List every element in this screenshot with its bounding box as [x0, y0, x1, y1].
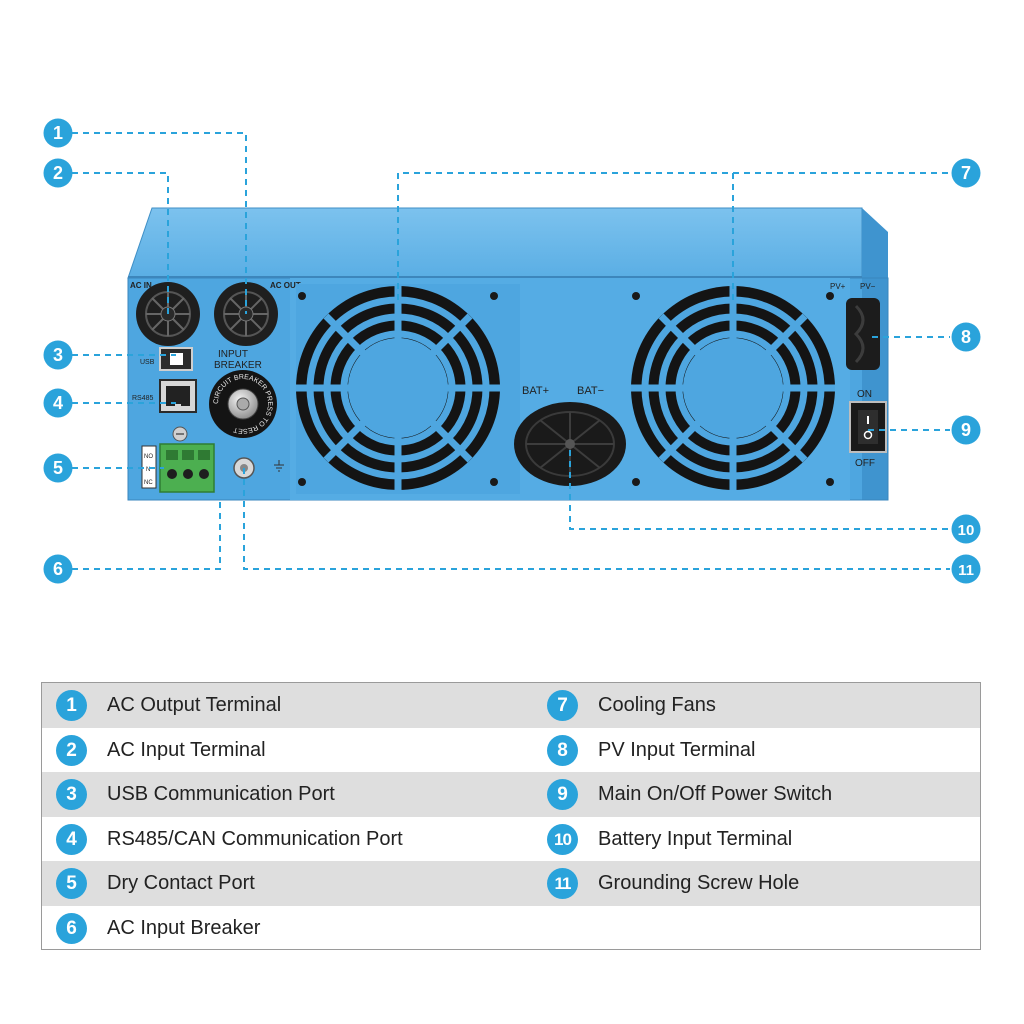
svg-text:NO: NO [144, 454, 153, 460]
legend-item: 1 AC Output Terminal [56, 683, 281, 728]
legend-label: AC Input Terminal [107, 739, 266, 761]
usb-label: USB [140, 359, 155, 366]
legend-label: AC Output Terminal [107, 694, 282, 716]
legend-label: Main On/Off Power Switch [598, 783, 833, 805]
callout-number: 5 [53, 458, 63, 478]
breaker-label-line1: INPUT [218, 349, 248, 360]
legend-item: 7 Cooling Fans [547, 683, 716, 728]
power-switch [849, 401, 887, 453]
callout-badge-4: 4 [43, 388, 73, 418]
legend-number-badge: 2 [56, 735, 87, 766]
legend-item: 5 Dry Contact Port [56, 861, 255, 906]
callout-number: 7 [961, 163, 971, 183]
callout-number: 3 [53, 345, 63, 365]
switch-off-label: OFF [855, 458, 875, 469]
pv-input-terminal [846, 298, 880, 370]
pv-minus-label: PV− [860, 282, 876, 291]
callout-badge-6: 6 [43, 554, 73, 584]
pv-plus-label: PV+ [830, 282, 846, 291]
legend-label: Grounding Screw Hole [598, 872, 800, 894]
legend-row: 5 Dry Contact Port 11 Grounding Screw Ho… [42, 861, 980, 906]
callout-number: 6 [53, 559, 63, 579]
legend-label: Battery Input Terminal [598, 828, 793, 850]
switch-on-label: ON [857, 389, 872, 400]
callout-number: 11 [958, 562, 974, 579]
legend-item: 10 Battery Input Terminal [547, 817, 792, 862]
rs485-label: RS485 [132, 395, 154, 402]
panel-screw [172, 426, 188, 442]
cooling-fan-left [296, 284, 520, 494]
callout-number: 4 [53, 393, 63, 413]
grounding-screw [233, 457, 284, 479]
svg-text:N: N [146, 467, 150, 473]
legend-label: Cooling Fans [598, 694, 716, 716]
battery-input-grommet [514, 402, 626, 486]
legend-label: Dry Contact Port [107, 872, 255, 894]
bat-plus-label: BAT+ [522, 385, 549, 397]
callout-badge-8: 8 [951, 322, 981, 352]
legend-item: 11 Grounding Screw Hole [547, 861, 799, 906]
legend-number-badge: 1 [56, 690, 87, 721]
legend-row: 3 USB Communication Port 9 Main On/Off P… [42, 772, 980, 817]
legend-item: 4 RS485/CAN Communication Port [56, 817, 403, 862]
legend-number-badge: 3 [56, 779, 87, 810]
legend-item: 8 PV Input Terminal [547, 728, 756, 773]
callout-badge-10: 10 [951, 514, 981, 544]
legend-row: 4 RS485/CAN Communication Port 10 Batter… [42, 817, 980, 862]
ac-out-label: AC OUT [270, 281, 301, 290]
legend-item: 3 USB Communication Port [56, 772, 335, 817]
rs485-port [159, 379, 197, 413]
legend-number-badge: 11 [547, 868, 578, 899]
legend-number-badge: 4 [56, 824, 87, 855]
legend-table: 1 AC Output Terminal 7 Cooling Fans 2 AC… [41, 682, 981, 950]
callout-number: 8 [961, 327, 971, 347]
svg-text:NC: NC [144, 480, 153, 486]
legend-row: 1 AC Output Terminal 7 Cooling Fans [42, 683, 980, 728]
legend-row: 6 AC Input Breaker [42, 906, 980, 951]
legend-label: AC Input Breaker [107, 917, 261, 939]
callout-badge-1: 1 [43, 118, 73, 148]
callout-number: 9 [961, 420, 971, 440]
callout-number: 10 [958, 522, 975, 539]
callout-badge-2: 2 [43, 158, 73, 188]
callout-badge-9: 9 [951, 415, 981, 445]
cooling-fan-right [631, 286, 835, 490]
legend-item: 2 AC Input Terminal [56, 728, 266, 773]
legend-number-badge: 9 [547, 779, 578, 810]
legend-item: 6 AC Input Breaker [56, 906, 260, 951]
ac-in-label: AC IN [130, 281, 152, 290]
legend-number-badge: 7 [547, 690, 578, 721]
legend-number-badge: 10 [547, 824, 578, 855]
legend-number-badge: 6 [56, 913, 87, 944]
leader-lines [72, 132, 950, 570]
legend-label: USB Communication Port [107, 783, 335, 805]
callout-badges: 1 2 3 4 5 6 7 8 9 10 11 [43, 118, 981, 584]
breaker-label-line2: BREAKER [214, 360, 262, 371]
legend-item: 9 Main On/Off Power Switch [547, 772, 832, 817]
legend-label: PV Input Terminal [598, 739, 756, 761]
callout-number: 1 [53, 123, 63, 143]
legend-row: 2 AC Input Terminal 8 PV Input Terminal [42, 728, 980, 773]
legend-number-badge: 5 [56, 868, 87, 899]
usb-port [159, 347, 193, 371]
bat-minus-label: BAT− [577, 385, 604, 397]
input-breaker: CIRCUIT BREAKER PRESS TO RESET [209, 370, 277, 438]
callout-badge-5: 5 [43, 453, 73, 483]
legend-label: RS485/CAN Communication Port [107, 828, 403, 850]
inverter-diagram: AC IN AC OUT USB RS485 INPUT BREAKER CIR… [43, 118, 981, 584]
callout-number: 2 [53, 163, 63, 183]
callout-badge-3: 3 [43, 340, 73, 370]
callout-badge-11: 11 [951, 554, 981, 584]
legend-number-badge: 8 [547, 735, 578, 766]
callout-badge-7: 7 [951, 158, 981, 188]
